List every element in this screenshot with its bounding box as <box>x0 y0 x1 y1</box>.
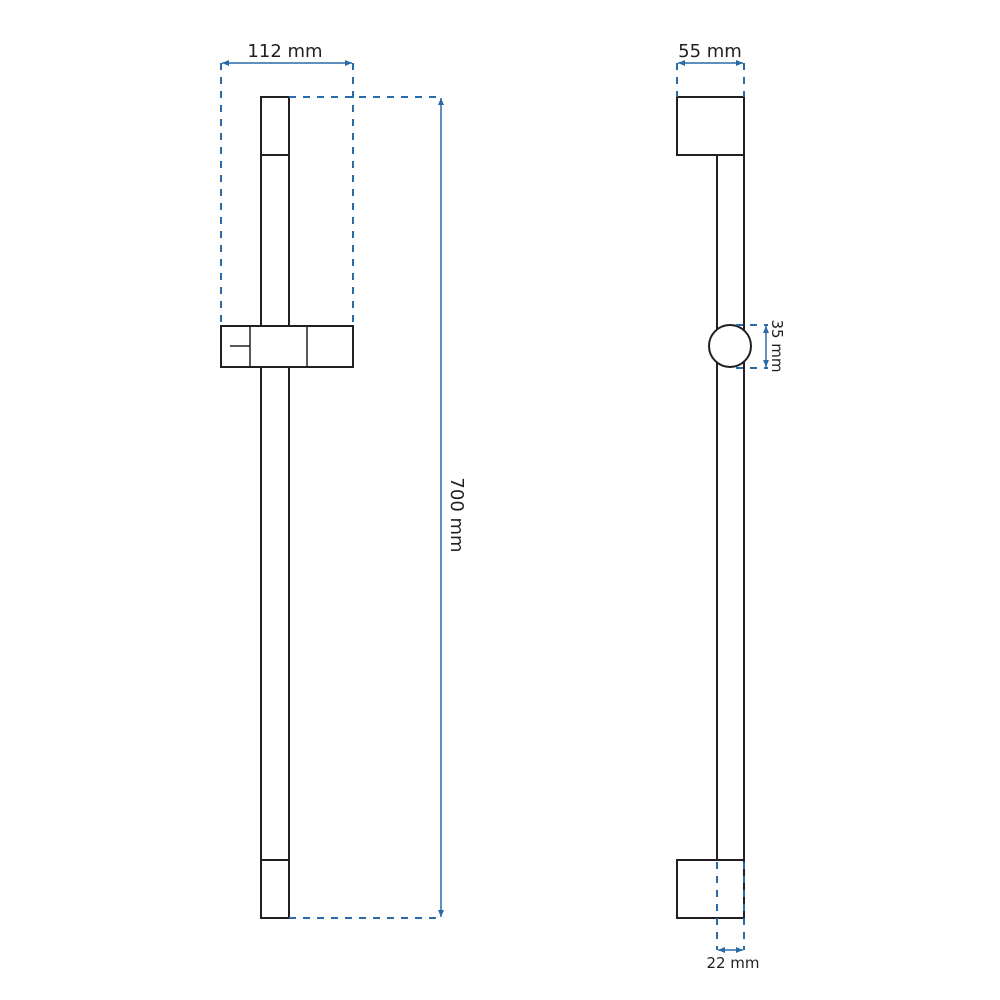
slider-holder <box>220 325 354 368</box>
top-bracket-side <box>676 96 745 156</box>
width-dimension: 112 mm <box>220 41 354 326</box>
bottom-bracket-side <box>676 859 745 919</box>
slider-side <box>708 324 752 368</box>
rail-rod <box>260 154 290 861</box>
side-view: 55 mm 35 mm 22 mm <box>676 41 786 972</box>
slider-diameter-dimension: 35 mm <box>736 319 786 373</box>
front-view: 112 mm 700 mm <box>220 41 467 919</box>
bottom-bracket <box>260 859 290 919</box>
depth-label: 55 mm <box>678 41 742 62</box>
length-dimension: 700 mm <box>289 96 467 919</box>
top-bracket <box>260 96 290 156</box>
slider-diameter-label: 35 mm <box>768 319 786 372</box>
length-label: 700 mm <box>446 477 467 552</box>
rod-diameter-dimension: 22 mm <box>706 862 760 972</box>
rail-rod-side <box>716 154 745 861</box>
depth-dimension: 55 mm <box>676 41 745 97</box>
rod-diameter-label: 22 mm <box>706 954 759 972</box>
width-label: 112 mm <box>247 41 322 62</box>
